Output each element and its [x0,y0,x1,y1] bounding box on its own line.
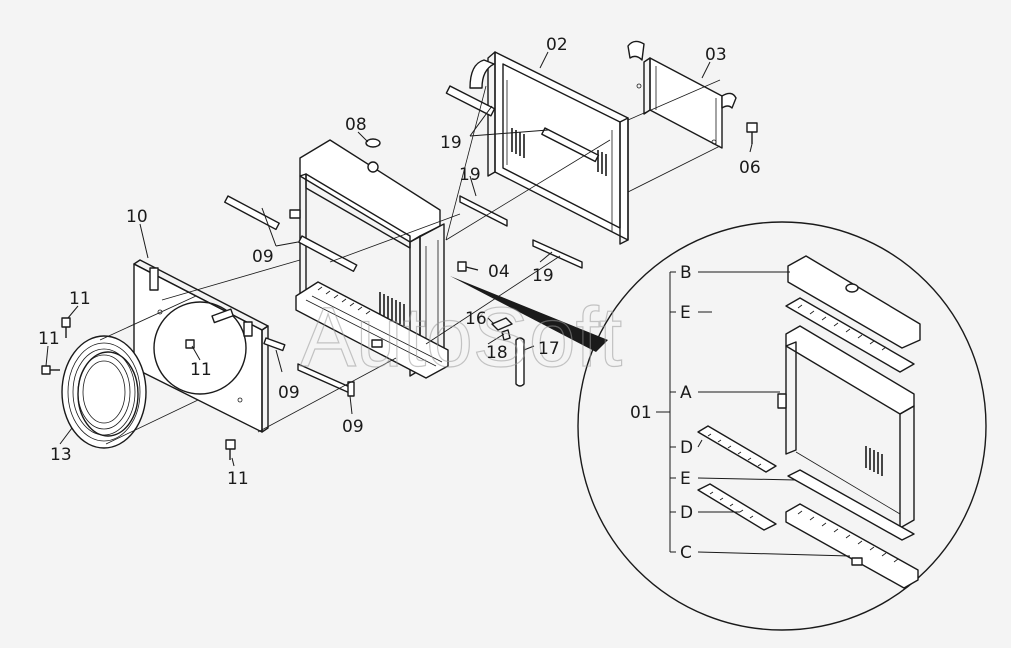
callout-11-bottom: 11 [227,469,249,489]
detail-label-c: C [680,543,692,563]
alignment-lines [99,79,721,445]
part-02-radiator-core [445,51,629,245]
detail-label-d-upper: D [680,438,693,458]
watermark-text: AutoSoft [300,290,622,384]
radiator-frame [224,139,449,379]
callout-09-middle: 09 [278,383,300,403]
callout-09-upper: 09 [252,247,274,267]
callout-11-center: 11 [190,360,212,380]
callout-11-left: 11 [38,329,60,349]
callout-19-middle: 19 [459,165,481,185]
part-11-bolts [41,317,236,460]
callout-11-top: 11 [69,289,91,309]
detail-assembly-label: 01 [630,403,652,423]
detail-label-e-upper: E [680,303,691,323]
detail-labels: 01 B E A D E D C [630,263,693,563]
callout-18: 18 [486,343,508,363]
part-04-bolt [457,261,479,272]
callout-16: 16 [465,309,487,329]
callout-19-lower: 19 [532,266,554,286]
part-16-18-17-drain [491,317,525,387]
part-08-cap [365,138,381,148]
callout-03: 03 [705,45,727,65]
callout-06: 06 [739,158,761,178]
detail-label-b: B [680,263,692,283]
callout-09-lower: 09 [342,417,364,437]
callout-labels: 02 03 06 08 19 19 19 10 09 09 09 04 11 1… [38,35,761,489]
detail-label-a: A [680,383,692,403]
callout-19-upper: 19 [440,133,462,153]
part-13-fan-guard [61,335,147,449]
part-06-bolt [746,122,758,144]
callout-17: 17 [538,339,560,359]
callout-leaders [45,51,753,467]
callout-02: 02 [546,35,568,55]
callout-10: 10 [126,207,148,227]
part-03-oil-cooler [627,40,737,149]
callout-08: 08 [345,115,367,135]
detail-view-01 [450,221,987,631]
detail-label-e-lower: E [680,469,691,489]
callout-04: 04 [488,262,510,282]
callout-13: 13 [50,445,72,465]
detail-label-d-lower: D [680,503,693,523]
part-10-fan-shroud [133,259,286,433]
